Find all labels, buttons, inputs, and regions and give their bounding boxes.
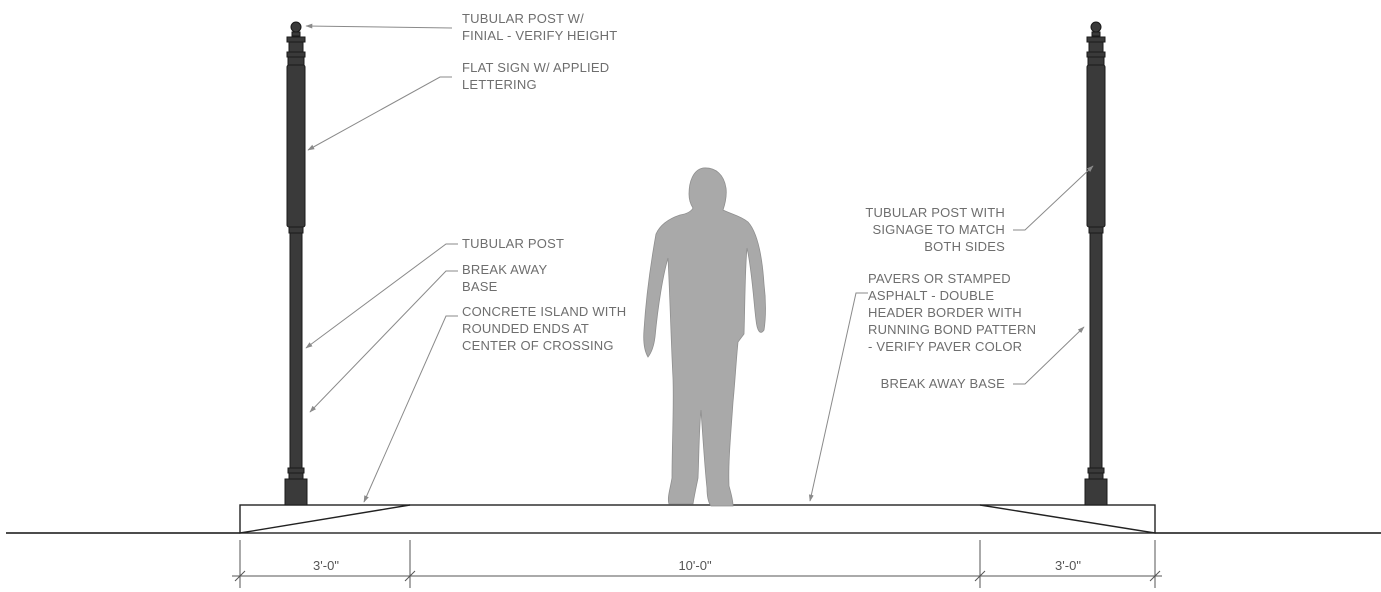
note-tubular-post-finial: TUBULAR POST W/ FINIAL - VERIFY HEIGHT: [462, 11, 618, 43]
concrete-island: [239, 504, 1156, 534]
leader-concrete-island: [363, 315, 458, 503]
left-tubular-post: [284, 21, 308, 506]
note-tubular-post: TUBULAR POST: [462, 236, 565, 251]
leader-break-away-right: [1013, 326, 1085, 385]
note-break-away-base-right: BREAK AWAY BASE: [880, 376, 1005, 391]
right-tubular-post: [1084, 21, 1108, 506]
note-concrete-island: CONCRETE ISLAND WITH ROUNDED ENDS AT CEN…: [462, 304, 627, 353]
dimension-right: 3'-0": [1055, 558, 1081, 573]
leader-lines: [305, 23, 1094, 503]
dimension-center: 10'-0": [678, 558, 712, 573]
pedestrian-figure: [643, 167, 766, 507]
leader-tubular-post: [305, 243, 458, 349]
leader-finial: [305, 23, 453, 29]
leader-pavers: [808, 292, 868, 502]
leader-flat-sign: [307, 76, 452, 151]
note-tubular-post-signage: TUBULAR POST WITH SIGNAGE TO MATCH BOTH …: [865, 205, 1005, 254]
dimension-left: 3'-0": [313, 558, 339, 573]
leader-break-away-left: [309, 270, 458, 413]
note-flat-sign: FLAT SIGN W/ APPLIED LETTERING: [462, 60, 610, 92]
note-break-away-base-left: BREAK AWAY BASE: [462, 262, 548, 294]
dimension-string: [232, 540, 1162, 588]
note-pavers: PAVERS OR STAMPED ASPHALT - DOUBLE HEADE…: [868, 271, 1037, 354]
leader-signage: [1013, 165, 1094, 231]
island-ramps: [239, 504, 1156, 534]
